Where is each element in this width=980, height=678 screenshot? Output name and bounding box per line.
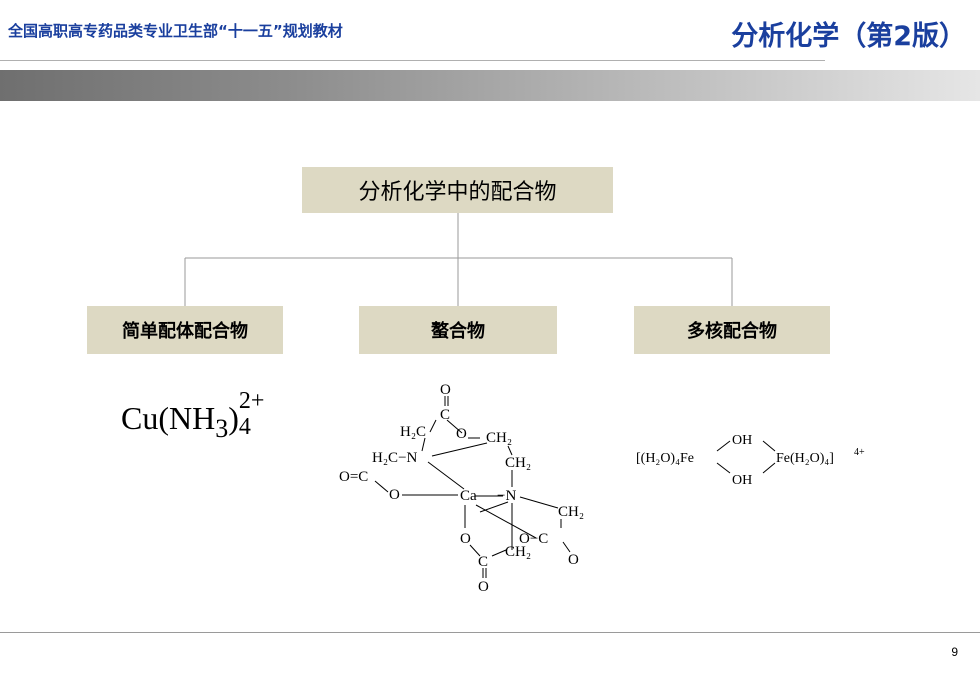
chem-o-c: O−C [519,531,548,547]
formula-close: ) [228,400,239,436]
poly-oh-top: OH [732,433,752,448]
chem-o-right: O [568,552,579,568]
chem-ch2-b: CH₂ [505,455,531,471]
gradient-banner [0,70,980,101]
chem-ch2-d: CH₂ [505,544,531,560]
poly-left-fe: [(H₂O)₄Fe [636,451,694,466]
chem-o-top: O [440,382,451,398]
node-simple-ligand-complex: 简单配体配合物 [87,306,283,354]
chem-c-top: C [440,407,450,423]
chem-o-left: O [389,487,400,503]
chem-h2c-n: H₂C−N [372,450,418,466]
chem-o-eq-c: O=C [339,469,368,485]
poly-charge: 4+ [854,447,865,458]
footer-divider [0,632,980,633]
header-divider [0,60,825,61]
book-title: 分析化学（第2版） [731,21,966,52]
chem-h2c-top: H₂C [400,424,426,440]
formula-sup: 2+ [238,388,265,414]
series-title: 全国高职高专药品类专业卫生部“十一五”规划教材 [8,22,343,40]
chem-c-bottom: C [478,554,488,570]
chem-o-lower: O [460,531,471,547]
poly-right-fe: Fe(H₂O)₄] [776,451,834,466]
chem-o-ring: O [456,426,467,442]
root-node: 分析化学中的配合物 [302,167,613,213]
chem-o-bottom: O [478,579,489,595]
page-number: 9 [951,645,958,659]
chem-ch2-c: CH₂ [558,504,584,520]
formula-sub-3: 3 [215,414,229,443]
formula-sub: 4 [238,414,251,440]
formula-base: Cu(NH [121,400,216,436]
chem-ch2-a: CH₂ [486,430,512,446]
formula-copper-ammine: Cu(NH3) 2+ 4 [121,388,265,443]
chem-n-right: −N [497,488,516,504]
node-polynuclear-complex: 多核配合物 [634,306,830,354]
chem-ca: Ca [460,488,477,504]
poly-oh-bottom: OH [732,473,752,488]
node-chelate: 螯合物 [359,306,557,354]
